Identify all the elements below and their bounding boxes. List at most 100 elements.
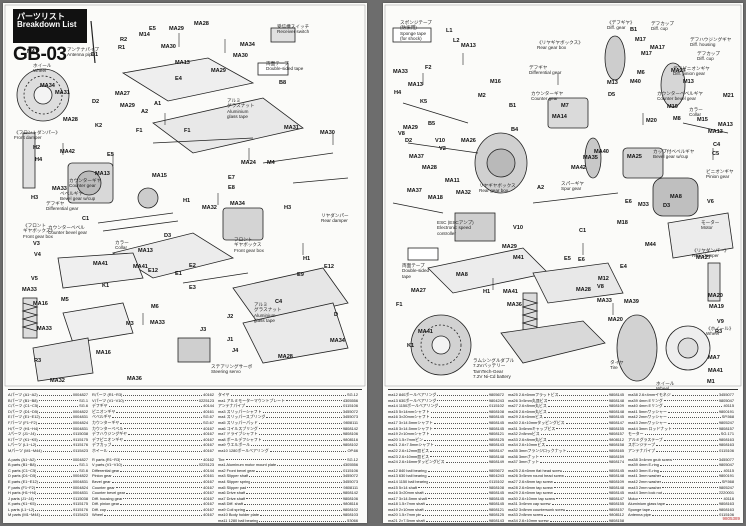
part-number: 9808142 — [342, 425, 358, 431]
part-name: R parts (R1~R3) — [92, 456, 121, 462]
leader-dots — [277, 462, 342, 466]
part-label: J1 — [227, 337, 234, 343]
leader-dots — [673, 457, 718, 461]
part-number: 9808165 — [608, 447, 624, 453]
part-name: ma36 3mmナット — [508, 453, 540, 459]
parts-list-row: A parts (A1~A2)0004827 — [8, 457, 88, 463]
part-label: D1 — [91, 52, 99, 58]
part-name: ma30 2.6×10mm tap screw — [508, 495, 556, 501]
part-number: 9808145 — [488, 425, 504, 431]
part-label: MA30 — [233, 53, 248, 59]
part-label: M5 — [61, 297, 69, 303]
part-name: ピニオンギヤ — [92, 408, 116, 414]
leader-dots — [427, 468, 488, 472]
part-label: MA28 — [194, 21, 209, 27]
part-number: 0004831 — [72, 414, 88, 420]
part-label: H2 — [33, 145, 41, 151]
part-number: 0004827 — [72, 392, 88, 397]
part-name: ma21 2.6×7.5mmシャフト — [388, 442, 434, 448]
part-number: 9808147 — [488, 447, 504, 453]
part-name: ma40 3mm E-ring — [628, 467, 659, 473]
part-label: MA41 — [133, 264, 148, 270]
part-label: MA13 — [138, 248, 153, 254]
part-number: 9808157 — [608, 431, 624, 437]
part-name: Wheel — [92, 512, 104, 518]
part-label: V5 — [31, 276, 38, 282]
leader-dots — [262, 437, 343, 441]
part-label: MA29 — [169, 26, 184, 32]
leader-dots — [429, 454, 488, 458]
part-number: SP.568 — [721, 478, 734, 484]
part-label: MA28 — [278, 354, 293, 360]
part-name: ma41 3mm washer — [628, 473, 662, 479]
leader-dots — [266, 414, 342, 419]
leader-dots — [563, 468, 608, 472]
part-name: ma16 3×20mm shaft — [388, 490, 424, 496]
parts-list-row: M parts (M1~M44) 0115423 — [8, 512, 88, 518]
part-number: 9808147 — [608, 495, 624, 501]
part-label: F1 — [396, 302, 403, 308]
part-number: 9808112 — [609, 512, 624, 518]
leader-dots — [115, 485, 203, 489]
parts-list-row: Cパーツ (C1~C5)SG.6 — [8, 403, 88, 409]
leader-dots — [434, 442, 488, 447]
part-number: 0004822 — [72, 473, 88, 479]
part-number: 0115423 — [73, 512, 88, 518]
part-name: カウンターギヤ — [92, 419, 120, 425]
leader-dots — [35, 507, 73, 511]
part-label: MA8 — [670, 194, 682, 200]
part-label: M18 — [617, 220, 628, 226]
part-number: 9808155 — [608, 501, 624, 507]
leader-dots — [433, 420, 488, 424]
part-label: MA19 — [709, 304, 724, 310]
leader-dots — [656, 442, 718, 447]
part-name: ma42 2mmワッシャー — [628, 414, 667, 420]
part-number: 0004831 — [72, 425, 88, 431]
leader-dots — [430, 431, 488, 435]
part-number: SG.67 — [202, 419, 214, 425]
part-name: ma34 2.6×10mmビス — [508, 442, 546, 448]
part-number: 3455072 — [342, 408, 358, 414]
leader-dots — [546, 442, 608, 447]
part-number: 9808174 — [608, 459, 624, 465]
part-name: Bevel gear — [92, 478, 111, 484]
catalog-stamp: 9805389 — [722, 516, 740, 521]
part-name: Dパーツ (D1~D5) — [8, 408, 39, 414]
leader-dots — [662, 490, 718, 494]
part-number: 3455073 — [342, 478, 358, 484]
part-number: 9808125 — [488, 436, 504, 442]
part-name: ma5 スリッパーパッド — [218, 419, 258, 425]
leader-dots — [121, 457, 203, 461]
leader-dots — [425, 501, 488, 506]
part-number: 9115176 — [73, 442, 88, 448]
part-label: MA37 — [409, 154, 424, 160]
part-name: M parts (M1~M44) — [8, 512, 40, 518]
part-number: SG.6 — [79, 467, 88, 473]
part-label: MA33 — [597, 298, 612, 304]
leader-dots — [418, 485, 488, 489]
leader-dots — [108, 448, 203, 452]
part-label: M4 — [267, 160, 275, 166]
parts-list-row: K parts (K1~K5)9115175 — [8, 501, 88, 507]
part-label: MA15 — [152, 173, 167, 179]
parts-list-row: B parts (B1~B8)SG.1 — [8, 462, 88, 468]
leader-dots — [566, 507, 608, 511]
part-name: ma18 3×14.5mmシャフト — [388, 425, 433, 431]
part-label: MA41 — [93, 261, 108, 267]
part-label: M40 — [630, 79, 641, 85]
